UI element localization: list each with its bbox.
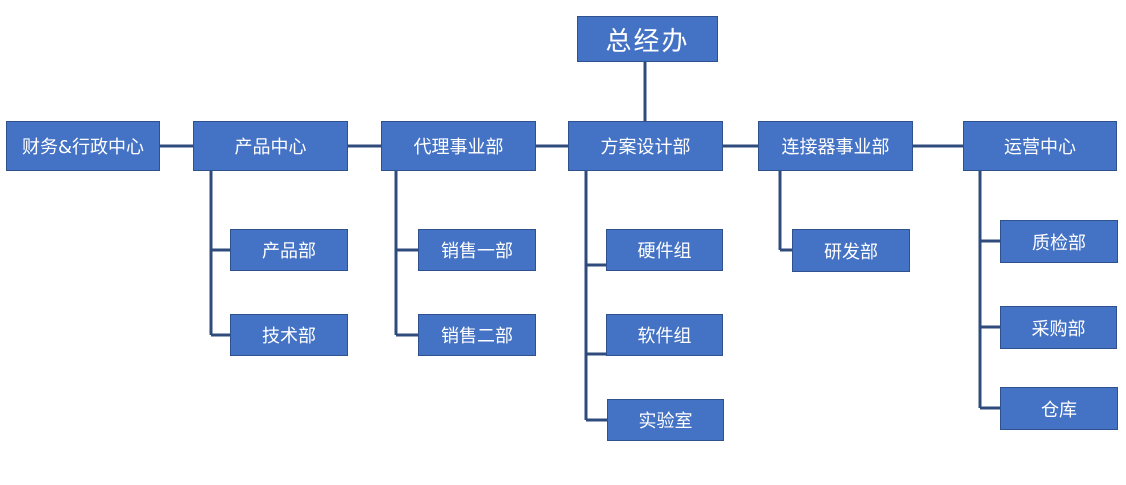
dept-finance-admin: 财务&行政中心 [6,121,160,171]
sub-purchasing-dept: 采购部 [1000,306,1117,349]
sub-hardware-group: 硬件组 [606,229,723,271]
dept-agency: 代理事业部 [381,121,536,171]
dept-connector: 连接器事业部 [758,121,913,171]
sub-software-group: 软件组 [606,314,723,356]
sub-quality-dept: 质检部 [1000,220,1118,263]
sub-warehouse: 仓库 [1000,387,1118,430]
sub-tech-dept: 技术部 [230,314,348,356]
dept-operations: 运营中心 [963,121,1117,171]
sub-laboratory: 实验室 [607,399,724,441]
dept-solution-design: 方案设计部 [568,121,723,171]
sub-rnd-dept: 研发部 [792,229,910,272]
sub-product-dept: 产品部 [230,229,348,271]
sub-sales-1: 销售一部 [418,229,536,271]
dept-product-center: 产品中心 [193,121,348,171]
sub-sales-2: 销售二部 [418,314,536,356]
root-node-general-office: 总经办 [577,16,718,62]
